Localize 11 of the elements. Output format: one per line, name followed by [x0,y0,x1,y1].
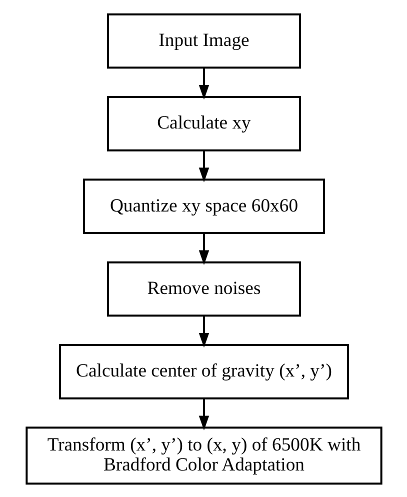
node-box: Calculate center of gravity (x’, y’) [58,344,348,399]
arrow [198,316,209,348]
arrow [198,150,209,182]
node-box: Transform (x’, y’) to (x, y) of 6500K with Bradford Color Adaptation [25,426,382,484]
arrow [198,232,209,264]
node-box: Quantize xy space 60x60 [82,178,324,234]
node-box: Remove noises [106,260,300,316]
node-box: Calculate xy [106,96,300,151]
node-box: Input Image [106,12,300,68]
arrow [198,68,209,100]
arrow [198,398,209,430]
